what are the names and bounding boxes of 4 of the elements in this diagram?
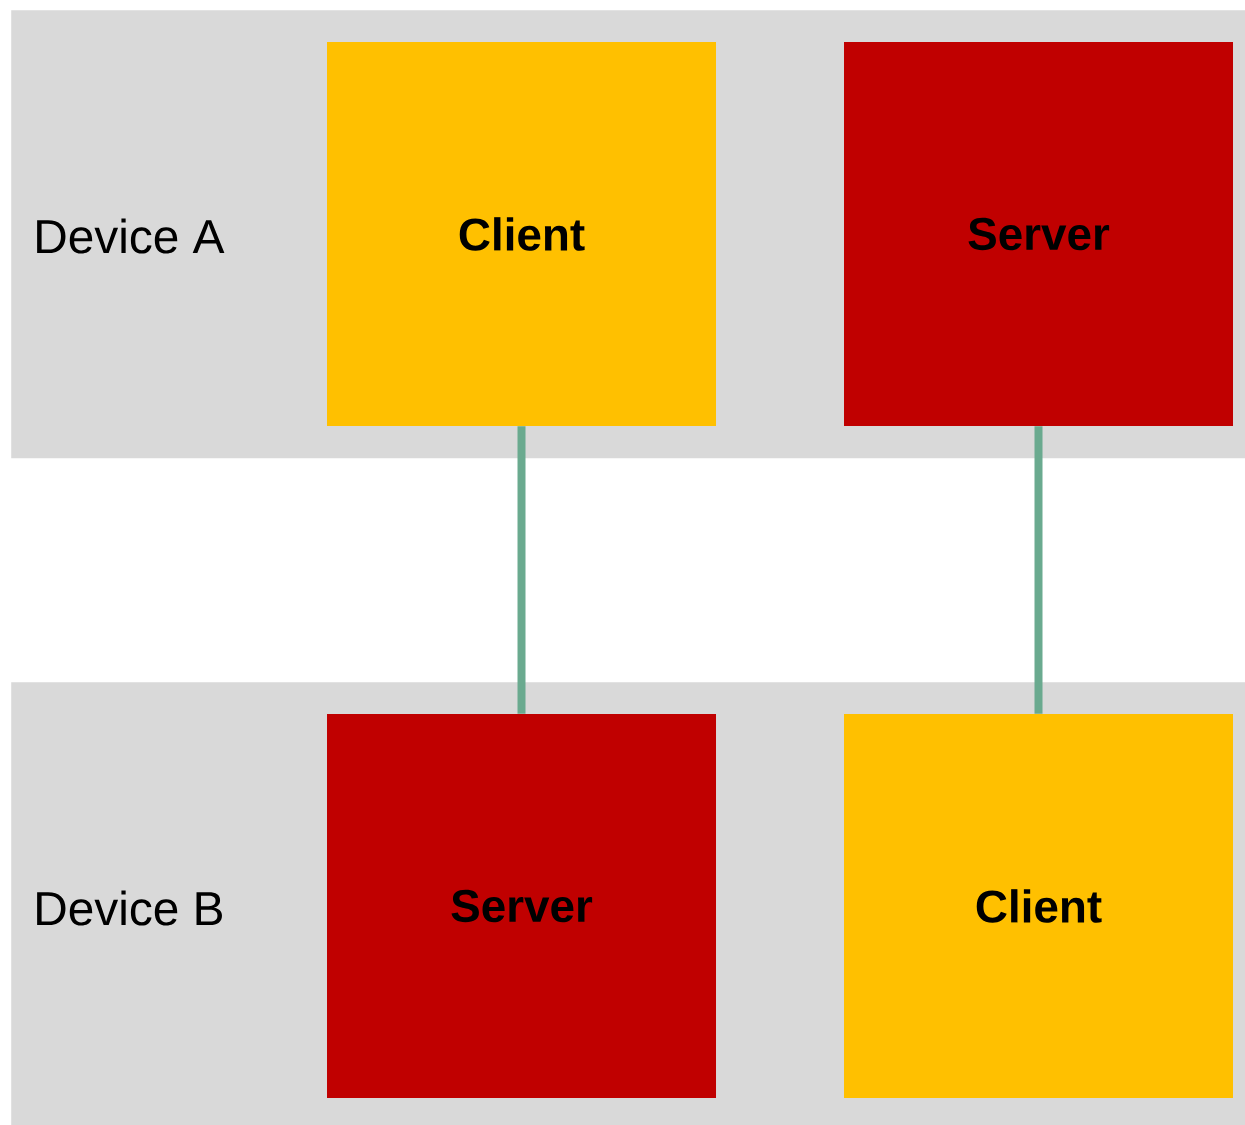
component-box: Client: [844, 714, 1233, 1098]
component-box: Client: [327, 42, 716, 426]
component-box: Server: [327, 714, 716, 1098]
component-box: Server: [844, 42, 1233, 426]
